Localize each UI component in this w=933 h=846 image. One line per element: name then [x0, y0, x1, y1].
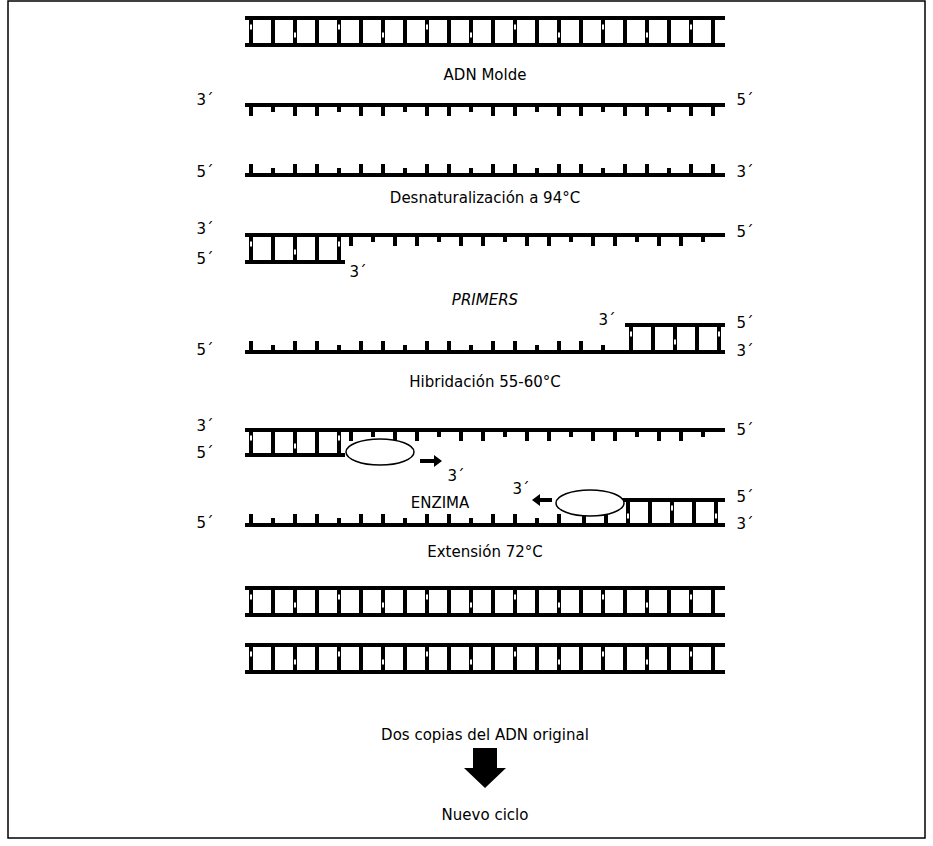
step-label: Desnaturalización a 94°C	[390, 190, 580, 207]
frame	[8, 1, 925, 838]
single-strand	[245, 514, 578, 525]
strand-end: 5´	[736, 489, 753, 506]
strand-end: 5´	[736, 422, 753, 439]
strand-end: 5´	[736, 224, 753, 241]
direction-arrow	[532, 494, 552, 506]
primer-hybrid	[245, 235, 345, 262]
enzyme-shape	[346, 439, 414, 465]
strand-end: 5´	[196, 445, 213, 462]
cycle-label: Nuevo ciclo	[442, 807, 529, 824]
strand-end: 5´	[196, 515, 213, 532]
single-strand	[245, 341, 625, 352]
primers-label: PRIMERS	[452, 292, 518, 309]
template-dna	[245, 18, 725, 45]
strand-end: 3´	[196, 221, 213, 238]
strand-end: 5´	[736, 92, 753, 109]
strand-end: 3´	[447, 468, 464, 485]
single-strand	[345, 235, 725, 246]
primer-hybrid	[625, 325, 725, 352]
strand-end: 3´	[736, 343, 753, 360]
strand-end: 3´	[736, 164, 753, 181]
strand-end: 3´	[736, 516, 753, 533]
direction-arrow	[420, 455, 442, 467]
enzyme-label: ENZIMA	[411, 495, 470, 512]
strand-end: 3´	[598, 312, 615, 329]
primer-hybrid	[245, 430, 345, 455]
strand-end: 3´	[196, 418, 213, 435]
dna-copy	[245, 645, 725, 672]
step-label: Hibridación 55-60°C	[409, 374, 560, 391]
step-label: ADN Molde	[444, 67, 527, 84]
strand-end: 5´	[196, 342, 213, 359]
cycle-arrow	[464, 748, 506, 788]
strand-end: 3´	[349, 264, 366, 281]
step-label: Extensión 72°C	[427, 544, 542, 561]
enzyme-shape	[556, 490, 624, 516]
strand-end: 5´	[196, 164, 213, 181]
single-strand	[245, 105, 725, 116]
dna-copy	[245, 588, 725, 615]
result-label: Dos copias del ADN original	[381, 727, 589, 744]
strand-end: 5´	[196, 251, 213, 268]
strand-end: 3´	[512, 481, 529, 498]
strand-end: 3´	[196, 92, 213, 109]
single-strand	[245, 164, 725, 175]
single-strand	[345, 430, 725, 441]
strand-end: 5´	[736, 315, 753, 332]
